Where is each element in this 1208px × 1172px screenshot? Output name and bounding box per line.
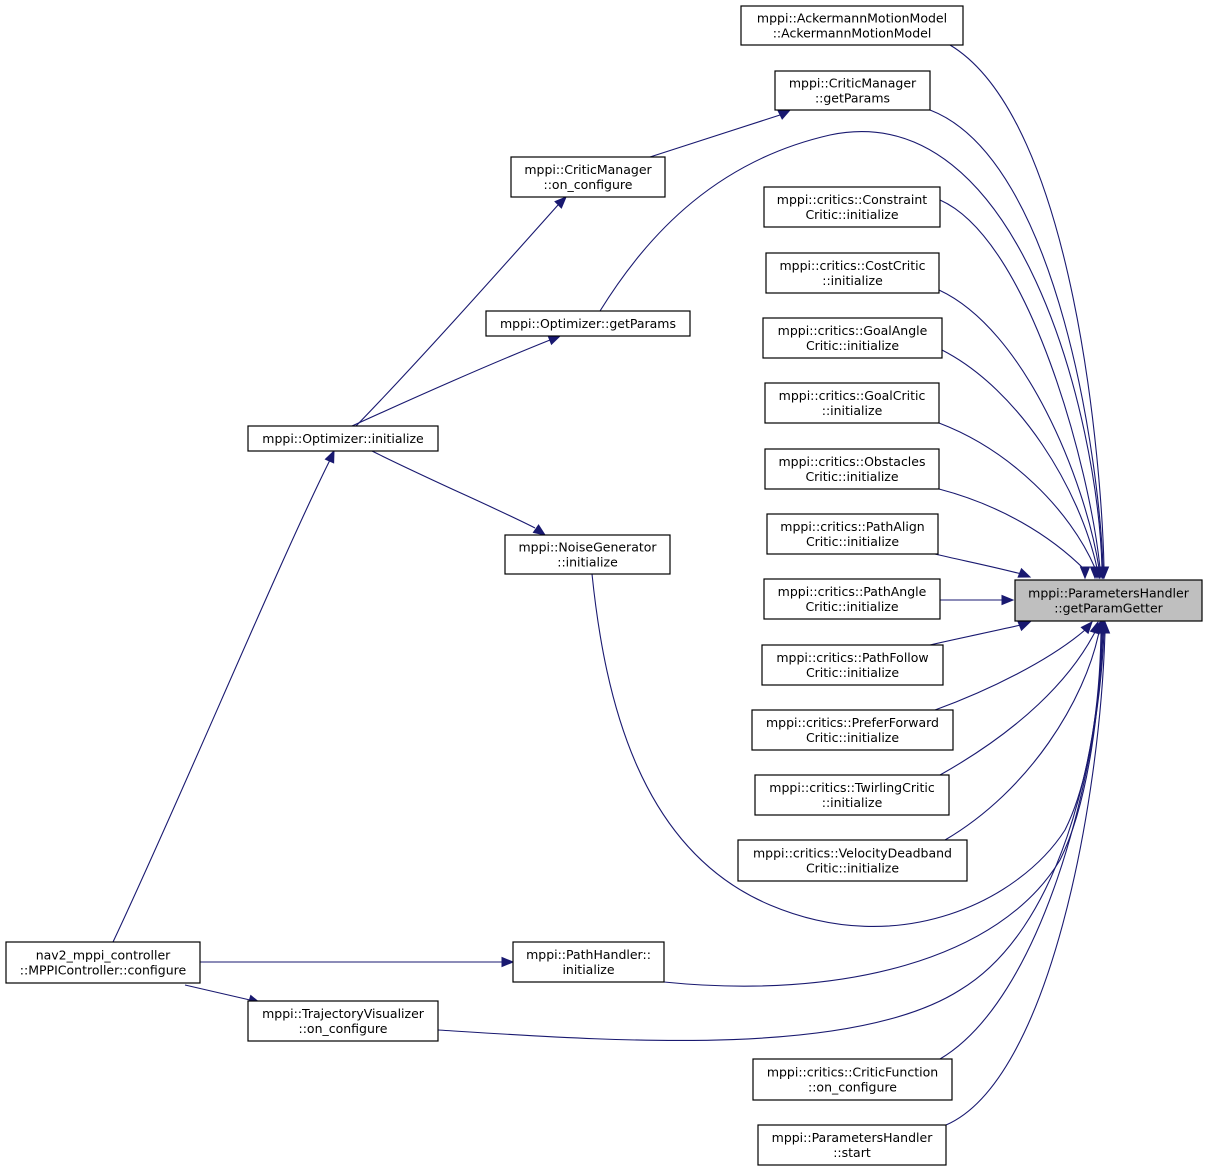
node-label-line1: mppi::TrajectoryVisualizer <box>262 1006 425 1021</box>
node-label-line2: Critic::initialize <box>805 207 898 222</box>
node-label-line1: mppi::critics::VelocityDeadband <box>753 846 952 861</box>
arrowhead-icon <box>1089 566 1101 580</box>
edge-optimizer_initialize-to-optimizer_getparams <box>351 335 562 427</box>
node-label-line2: ::AckermannMotionModel <box>773 26 932 41</box>
arrowhead-icon <box>1017 621 1032 632</box>
node-path-align-critic[interactable]: mppi::critics::PathAlignCritic::initiali… <box>766 513 939 555</box>
arrowhead-icon <box>1099 620 1111 634</box>
node-label-line2: ::getParams <box>815 91 890 106</box>
edge-optimizer_initialize-to-critic_manager_configure <box>355 196 567 427</box>
arrowhead-icon <box>1079 566 1091 580</box>
node-label-line1: mppi::critics::PathAlign <box>780 519 924 534</box>
node-label-line2: initialize <box>562 962 614 977</box>
node-optimizer-getparams[interactable]: mppi::Optimizer::getParams <box>485 310 691 337</box>
nodes-layer: mppi::ParametersHandler::getParamGetterm… <box>5 5 1203 1166</box>
arrowhead-icon <box>777 109 792 120</box>
node-path-handler[interactable]: mppi::PathHandler::initialize <box>512 941 665 983</box>
node-label-line1: mppi::critics::CostCritic <box>780 258 926 273</box>
arrowhead-icon <box>1080 621 1093 635</box>
node-label-line1: mppi::CriticManager <box>524 162 652 177</box>
node-label-line1: mppi::AckermannMotionModel <box>757 11 947 26</box>
arrowhead-icon <box>324 449 335 464</box>
node-label-line2: Critic::initialize <box>806 665 899 680</box>
node-label-line1: mppi::critics::PreferForward <box>766 715 939 730</box>
node-label-line1: mppi::critics::PathFollow <box>776 650 928 665</box>
edges-layer <box>112 44 1111 1126</box>
edge-mppi_controller-to-path_handler <box>200 956 515 968</box>
node-label-line2: ::initialize <box>822 403 883 418</box>
node-label-line2: ::getParamGetter <box>1054 601 1163 616</box>
node-critic-manager-getparams[interactable]: mppi::CriticManager::getParams <box>774 70 931 111</box>
edge-path_follow_critic-to-params_handler_getter <box>929 621 1032 646</box>
arrowhead-icon <box>501 956 515 968</box>
node-label-line1: nav2_mppi_controller <box>36 948 171 963</box>
edge-mppi_controller-to-optimizer_initialize <box>112 449 335 943</box>
node-path-angle-critic[interactable]: mppi::critics::PathAngleCritic::initiali… <box>763 578 941 620</box>
arrowhead-icon <box>547 335 562 346</box>
node-label-line1: mppi::critics::GoalCritic <box>779 388 926 403</box>
node-label-line1: mppi::NoiseGenerator <box>518 540 657 555</box>
node-prefer-forward-critic[interactable]: mppi::critics::PreferForwardCritic::init… <box>751 709 954 751</box>
node-label-line2: ::on_configure <box>808 1080 897 1095</box>
node-optimizer-initialize[interactable]: mppi::Optimizer::initialize <box>247 425 439 452</box>
node-goal-critic[interactable]: mppi::critics::GoalCritic::initialize <box>764 382 940 424</box>
node-label-line1: mppi::CriticManager <box>789 76 917 91</box>
edge-params_handler_start-to-params_handler_getter <box>945 620 1111 1126</box>
node-label-line1: mppi::critics::Obstacles <box>778 454 925 469</box>
node-label-line2: ::initialize <box>822 273 883 288</box>
edge-path_align_critic-to-params_handler_getter <box>934 553 1032 578</box>
arrowhead-icon <box>532 524 547 536</box>
node-cost-critic[interactable]: mppi::critics::CostCritic::initialize <box>765 252 940 294</box>
node-constraint-critic[interactable]: mppi::critics::ConstraintCritic::initial… <box>763 186 941 228</box>
edge-constraint_critic-to-params_handler_getter <box>939 199 1106 580</box>
node-label-line2: Critic::initialize <box>806 534 899 549</box>
edge-goal_angle_critic-to-params_handler_getter <box>941 349 1103 580</box>
node-twirling-critic[interactable]: mppi::critics::TwirlingCritic::initializ… <box>754 774 950 816</box>
node-obstacles-critic[interactable]: mppi::critics::ObstaclesCritic::initiali… <box>764 448 940 490</box>
node-params-handler-getter[interactable]: mppi::ParametersHandler::getParamGetter <box>1014 579 1203 622</box>
node-mppi-controller[interactable]: nav2_mppi_controller::MPPIController::co… <box>5 941 201 984</box>
node-params-handler-start[interactable]: mppi::ParametersHandler::start <box>757 1124 947 1166</box>
node-label-line1: mppi::critics::GoalAngle <box>778 323 928 338</box>
node-label-line2: ::initialize <box>557 555 618 570</box>
node-ackermann[interactable]: mppi::AckermannMotionModel::AckermannMot… <box>740 5 964 46</box>
node-critic-function[interactable]: mppi::critics::CriticFunction::on_config… <box>752 1058 953 1101</box>
node-label-line2: Critic::initialize <box>806 861 899 876</box>
node-goal-angle-critic[interactable]: mppi::critics::GoalAngleCritic::initiali… <box>762 317 943 359</box>
node-label-line2: ::initialize <box>822 795 883 810</box>
node-trajectory-visualizer[interactable]: mppi::TrajectoryVisualizer::on_configure <box>247 1000 439 1042</box>
node-velocity-deadband-critic[interactable]: mppi::critics::VelocityDeadbandCritic::i… <box>737 839 968 882</box>
node-label-line2: Critic::initialize <box>805 469 898 484</box>
node-label-line1: mppi::critics::CriticFunction <box>767 1065 938 1080</box>
edge-critic_manager_configure-to-critic_manager_getparams <box>649 109 792 158</box>
node-label-line2: ::on_configure <box>544 177 633 192</box>
node-label-line2: Critic::initialize <box>805 599 898 614</box>
node-label-line2: ::MPPIController::configure <box>20 963 187 978</box>
node-label-line1: mppi::PathHandler:: <box>526 947 651 962</box>
node-label-line1: mppi::critics::Constraint <box>777 192 928 207</box>
arrowhead-icon <box>1001 594 1015 606</box>
node-label-line2: ::on_configure <box>299 1021 388 1036</box>
arrowhead-icon <box>554 196 567 209</box>
node-critic-manager-configure[interactable]: mppi::CriticManager::on_configure <box>510 156 666 198</box>
edge-prefer_forward_critic-to-params_handler_getter <box>934 621 1093 711</box>
edge-obstacles_critic-to-params_handler_getter <box>938 488 1091 580</box>
node-label-line1: mppi::critics::PathAngle <box>778 584 927 599</box>
node-label-line1: mppi::Optimizer::initialize <box>262 431 424 446</box>
edge-optimizer_initialize-to-noise_generator <box>371 450 547 536</box>
node-noise-generator[interactable]: mppi::NoiseGenerator::initialize <box>504 534 671 575</box>
edge-path_angle_critic-to-params_handler_getter <box>940 594 1015 606</box>
node-label-line1: mppi::ParametersHandler <box>1028 586 1190 601</box>
node-label-line2: ::start <box>833 1145 871 1160</box>
node-label-line2: Critic::initialize <box>806 730 899 745</box>
edge-critic_manager_getparams-to-params_handler_getter <box>929 109 1109 580</box>
edge-goal_critic-to-params_handler_getter <box>938 422 1101 580</box>
node-label-line1: mppi::critics::TwirlingCritic <box>769 780 935 795</box>
node-path-follow-critic[interactable]: mppi::critics::PathFollowCritic::initial… <box>761 644 944 686</box>
node-label-line1: mppi::ParametersHandler <box>772 1130 934 1145</box>
node-label-line2: Critic::initialize <box>806 338 899 353</box>
node-label-line1: mppi::Optimizer::getParams <box>500 316 676 331</box>
arrowhead-icon <box>1017 567 1032 578</box>
